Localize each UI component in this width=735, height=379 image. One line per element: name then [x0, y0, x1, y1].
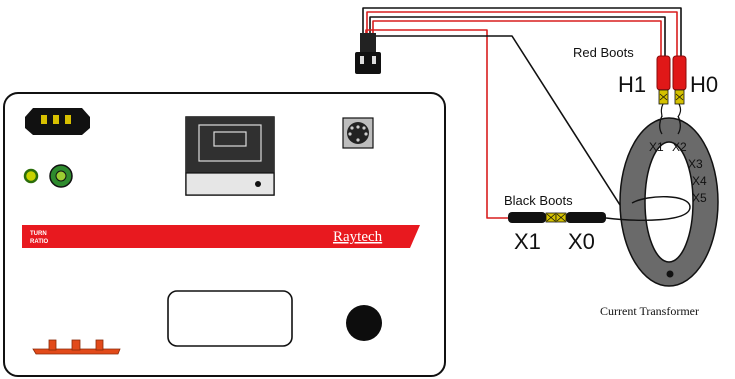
- green-jack-icon[interactable]: [49, 164, 73, 188]
- h0-label: H0: [690, 72, 718, 97]
- primary-loop: [605, 195, 691, 221]
- current-transformer: X1 X2 X3 X4 X5 Current Transformer: [600, 115, 719, 318]
- x1-black-boot-icon[interactable]: [508, 212, 557, 223]
- ct-x2-label: X2: [672, 140, 687, 154]
- ct-caption: Current Transformer: [600, 304, 699, 318]
- red-boots: Red Boots H1 H0: [573, 45, 718, 118]
- ct-x1-lead: [659, 115, 663, 135]
- h1-lead: [660, 103, 664, 118]
- power-plug-icon: [355, 33, 381, 74]
- test-set-case: TURN RATIO Raytech: [3, 92, 446, 377]
- h1-label: H1: [618, 72, 646, 97]
- ct-x3-label: X3: [688, 157, 703, 171]
- ct-polarity-dot: [666, 270, 674, 278]
- h1-black-wire: [369, 16, 666, 56]
- x1-boot-label: X1: [514, 229, 541, 254]
- ct-x5-label: X5: [692, 191, 707, 205]
- printer-icon[interactable]: [185, 116, 275, 196]
- ct-x1-label: X1: [649, 140, 664, 154]
- display-window: [167, 290, 293, 347]
- x0-black-boot-icon[interactable]: [555, 212, 606, 223]
- stripe-logo-top: TURN: [30, 231, 47, 237]
- ct-window: [644, 141, 694, 263]
- h1-red-boot-icon[interactable]: [656, 55, 671, 105]
- x0-boot-label: X0: [568, 229, 595, 254]
- h1-red-wire: [372, 20, 662, 56]
- carry-handle-icon: [32, 339, 121, 355]
- black-boots-label: Black Boots: [504, 193, 573, 208]
- power-led-icon: [23, 168, 39, 184]
- h0-black-wire: [362, 7, 682, 56]
- red-boots-label: Red Boots: [573, 45, 634, 60]
- rotary-knob-icon[interactable]: [346, 305, 382, 341]
- iec-power-inlet-icon[interactable]: [25, 108, 90, 135]
- brand-name: Raytech: [333, 229, 383, 245]
- din-connector-icon[interactable]: [342, 117, 374, 149]
- h0-red-wire: [366, 11, 678, 56]
- ct-x4-label: X4: [692, 174, 707, 188]
- brand-stripe: TURN RATIO Raytech: [22, 225, 420, 248]
- stripe-logo-bottom: RATIO: [30, 239, 49, 245]
- black-boots: Black Boots X1 X0: [504, 193, 606, 254]
- h0-lead: [677, 103, 682, 118]
- h0-red-boot-icon[interactable]: [672, 55, 687, 105]
